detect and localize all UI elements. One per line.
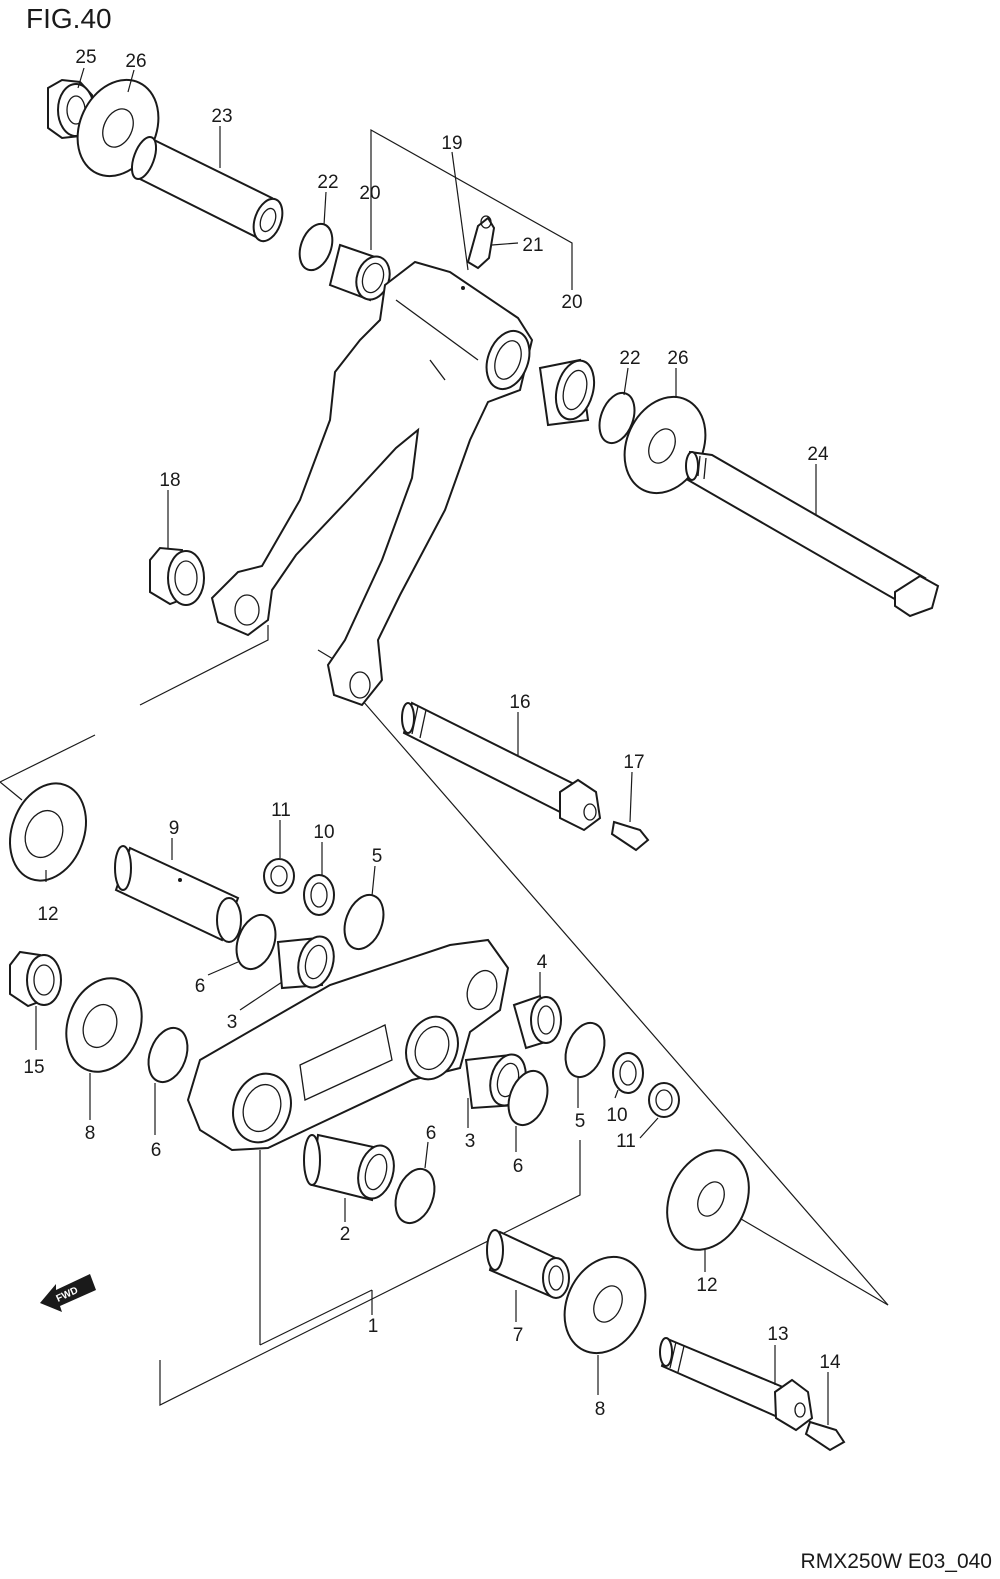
part-20-bearing-upper [328,243,391,302]
callout-labels: 25 26 23 22 20 19 21 20 22 26 24 18 16 1… [23,47,841,1420]
part-16-bolt [401,701,602,832]
part-10-washer-upper [303,874,335,916]
part-13-bolt [659,1337,814,1432]
callout-18: 18 [159,470,180,491]
part-5-ring-lower [564,1021,606,1079]
part-12-washer-left [9,782,87,882]
callout-21: 21 [522,235,543,256]
callout-6-bottom: 6 [426,1123,437,1144]
part-10-washer-lower [612,1052,644,1094]
figure-title: FIG.40 [26,3,112,34]
callout-23: 23 [211,106,232,127]
callout-6-left: 6 [151,1140,162,1161]
callout-26-top: 26 [125,51,146,72]
part-11-collar-upper [263,858,295,894]
callout-15: 15 [23,1057,44,1078]
callout-7: 7 [513,1325,524,1346]
callout-5-upper: 5 [372,846,383,867]
callout-6-upper: 6 [195,976,206,997]
callout-4: 4 [537,952,548,973]
callout-17: 17 [623,752,644,773]
callout-20-upper: 20 [359,183,380,204]
part-23-sleeve [130,136,284,243]
part-21-grease-nipple [466,215,496,270]
callout-5-lower: 5 [575,1111,586,1132]
fwd-arrow-icon: FWD [40,1274,96,1312]
part-24-bolt [685,450,940,618]
callout-10-lower: 10 [606,1105,627,1126]
callout-22-lower: 22 [619,348,640,369]
part-2-bearing [303,1133,395,1202]
callout-16: 16 [509,692,530,713]
callout-1: 1 [368,1316,379,1337]
part-8-washer-right [563,1255,647,1355]
part-14-grease-nipple [804,1420,846,1452]
callout-22-upper: 22 [317,172,338,193]
part-6-ring-bottom [394,1167,436,1225]
part-22-ring-upper [298,222,334,272]
callout-9: 9 [169,818,180,839]
part-8-washer-left [65,977,143,1073]
part-11-collar-lower [648,1082,680,1118]
callout-12-left: 12 [37,904,58,925]
part-17-grease-nipple [610,820,650,852]
callout-11-upper: 11 [271,800,291,821]
part-4-collar [512,994,562,1050]
callout-8-left: 8 [85,1123,96,1144]
callout-10-upper: 10 [313,822,334,843]
callout-14: 14 [819,1352,841,1373]
callout-13: 13 [767,1324,788,1345]
part-19-cushion-lever [210,260,534,707]
leader-lines [35,67,829,1425]
drawing-code: RMX250W E03_040 [801,1550,992,1573]
part-6-ring-left [147,1026,189,1084]
part-6-ring-upper [235,913,277,971]
part-5-ring-upper [343,893,385,951]
callout-24: 24 [807,444,829,465]
part-15-collar [9,950,62,1008]
callout-2: 2 [340,1224,351,1245]
part-3-bearing-upper [276,935,335,990]
part-12-washer-right [666,1149,750,1251]
callout-20-lower: 20 [561,292,582,313]
callout-11-lower: 11 [616,1131,636,1152]
part-6-ring-mid [507,1069,549,1127]
callout-3-lower: 3 [465,1131,476,1152]
part-22-ring-lower [598,391,636,445]
callout-8-right: 8 [595,1399,606,1420]
part-18-collar [149,546,205,606]
callout-26-right: 26 [667,348,688,369]
part-9-pin [114,845,242,943]
callout-19: 19 [441,133,462,154]
part-1-cushion-rod [186,938,510,1152]
assembly-bracket-lines [0,128,889,1406]
callout-25: 25 [75,47,96,68]
callout-6-mid: 6 [513,1156,524,1177]
callout-3-upper: 3 [227,1012,238,1033]
part-7-spacer [486,1229,570,1299]
callout-12-right: 12 [696,1275,717,1296]
part-20-bearing-lower [538,358,596,427]
